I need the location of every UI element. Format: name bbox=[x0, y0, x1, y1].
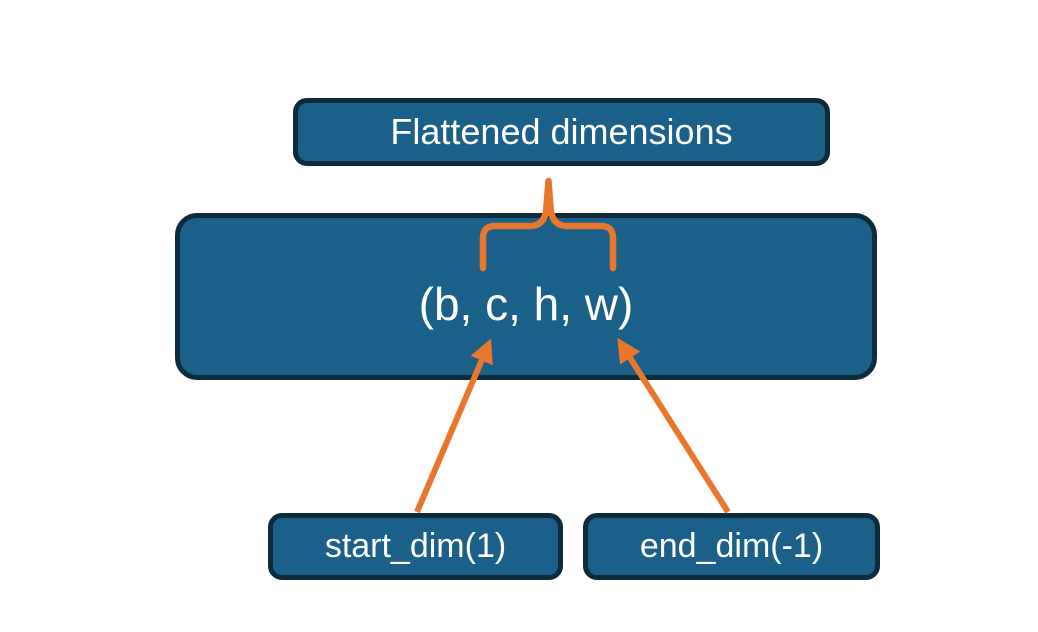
node-flattened-dimensions-label: Flattened dimensions bbox=[390, 111, 733, 152]
node-end-dim-label: end_dim(-1) bbox=[639, 527, 824, 565]
node-flattened-dimensions: Flattened dimensions bbox=[293, 98, 830, 166]
node-start-dim: start_dim(1) bbox=[268, 513, 563, 580]
node-tensor-shape: (b, c, h, w) bbox=[175, 213, 877, 380]
node-start-dim-label: start_dim(1) bbox=[324, 527, 507, 565]
node-tensor-shape-label: (b, c, h, w) bbox=[418, 277, 634, 330]
node-end-dim: end_dim(-1) bbox=[583, 513, 880, 580]
